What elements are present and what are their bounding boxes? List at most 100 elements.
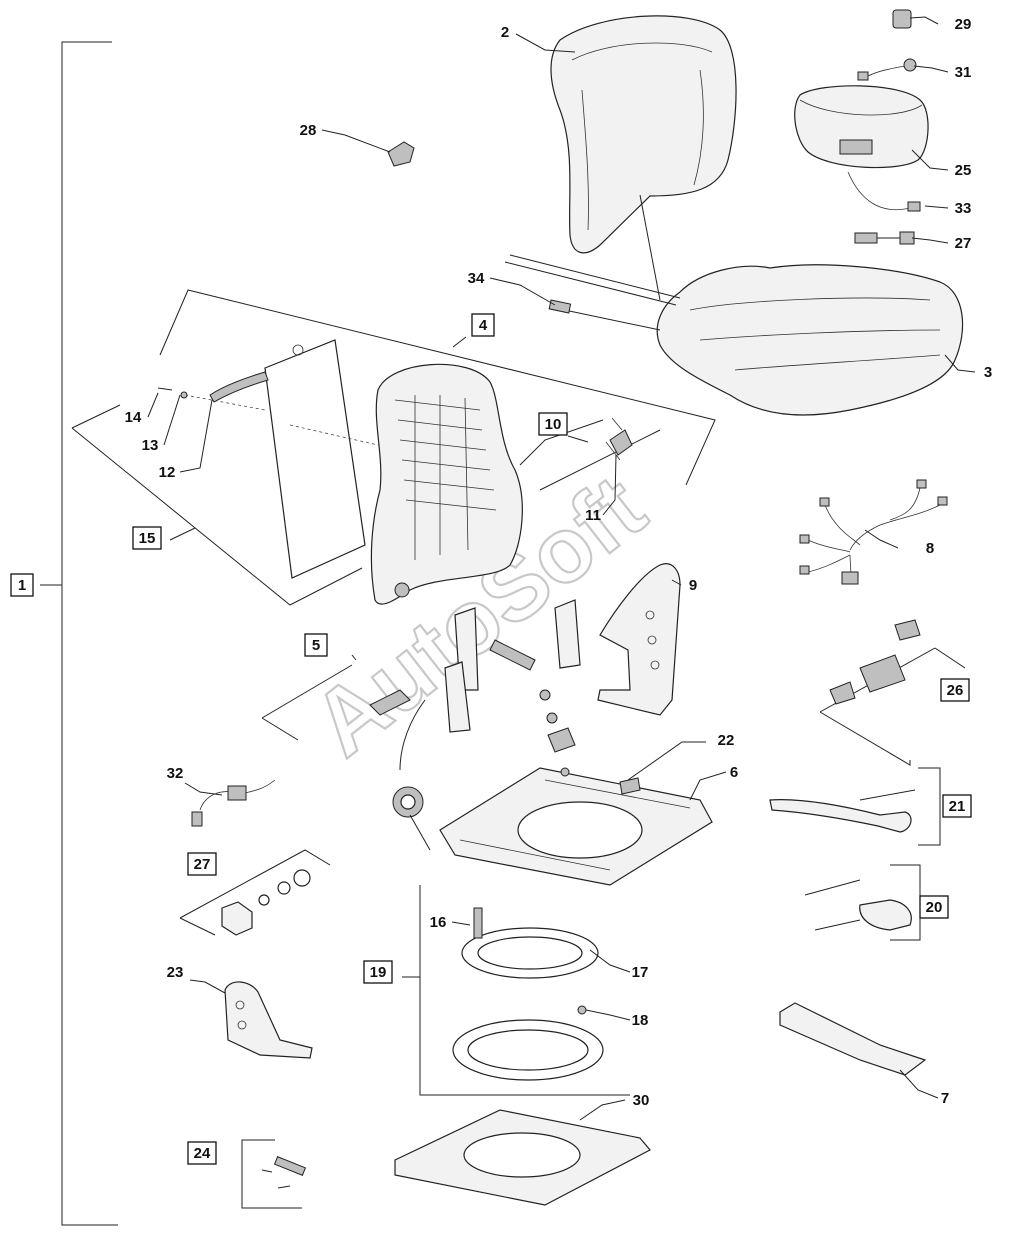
- part-base-plate-30: [394, 1109, 651, 1206]
- callout-number: 31: [955, 64, 972, 81]
- part-connector-27: [854, 231, 915, 245]
- callout-number: 21: [949, 798, 966, 815]
- callout-number: 24: [194, 1145, 211, 1162]
- part-switch-29: [892, 9, 912, 29]
- callout-box: [942, 794, 972, 818]
- part-spring-coil: [392, 786, 431, 851]
- callout-number: 3: [984, 364, 992, 381]
- group-27-outline: [179, 849, 331, 936]
- callout-number: 14: [125, 409, 142, 426]
- callout-c15: 15: [132, 526, 162, 550]
- callout-number: 2: [501, 24, 509, 41]
- callout-c10: 10: [538, 412, 568, 436]
- part-seat-cushion: [656, 264, 964, 416]
- part-backrest-cushion: [550, 15, 737, 301]
- callout-c20: 20: [919, 895, 949, 919]
- callout-c9: 9: [689, 577, 697, 594]
- part-rods: [504, 254, 681, 331]
- callout-number: 8: [926, 540, 934, 557]
- callout-number: 16: [430, 914, 447, 931]
- callout-number: 33: [955, 200, 972, 217]
- part-clip-28: [387, 141, 415, 167]
- group-5-outline: [261, 599, 581, 771]
- callout-c26: 26: [940, 678, 970, 702]
- callout-box: [363, 960, 393, 984]
- callout-number: 11: [585, 507, 601, 524]
- callout-c8: 8: [926, 540, 934, 557]
- callout-number: 12: [159, 464, 176, 481]
- callout-c34: 34: [468, 270, 485, 287]
- part-side-bracket: [597, 563, 681, 716]
- callout-number: 34: [468, 270, 485, 287]
- group-10-outline: [519, 417, 661, 491]
- group-20-outline: [804, 864, 921, 941]
- assembly-bracket-1: [40, 41, 118, 1226]
- callout-c17: 17: [632, 964, 649, 981]
- callout-c30: 30: [633, 1092, 650, 1109]
- callout-number: 23: [167, 964, 184, 981]
- callout-box: [132, 526, 162, 550]
- callout-number: 27: [194, 856, 211, 873]
- group-21-outline: [769, 767, 941, 846]
- callout-number: 15: [139, 530, 156, 547]
- callout-c7: 7: [941, 1090, 949, 1107]
- callout-box: [538, 412, 568, 436]
- callout-number: 9: [689, 577, 697, 594]
- callout-c2: 2: [501, 24, 509, 41]
- callout-c6: 6: [730, 764, 738, 781]
- callout-c14: 14: [125, 409, 142, 426]
- callout-number: 29: [955, 16, 972, 33]
- callout-c32: 32: [167, 765, 184, 782]
- callout-number: 25: [955, 162, 972, 179]
- callout-labels: 1234567891011121314151617181920212223242…: [10, 16, 992, 1165]
- part-base-frame: [439, 767, 713, 886]
- callout-c27b: 27: [187, 852, 217, 876]
- callout-box: [10, 573, 34, 597]
- callout-number: 10: [545, 416, 562, 433]
- callout-number: 26: [947, 682, 964, 699]
- callout-box: [471, 313, 495, 337]
- callout-c13: 13: [142, 437, 159, 454]
- callout-c29: 29: [955, 16, 972, 33]
- callout-c22: 22: [718, 732, 735, 749]
- callout-c31: 31: [955, 64, 972, 81]
- callout-number: 19: [370, 964, 387, 981]
- callout-c1: 1: [10, 573, 34, 597]
- callout-number: 1: [18, 577, 26, 594]
- part-backrest-frame: [370, 363, 523, 605]
- callout-c18: 18: [632, 1012, 649, 1029]
- group-24-outline: [241, 1139, 307, 1209]
- callout-box: [940, 678, 970, 702]
- callout-c21: 21: [942, 794, 972, 818]
- part-wiring-harness: [799, 479, 948, 585]
- callout-c5: 5: [304, 633, 328, 657]
- group-15-outline: [71, 404, 363, 606]
- part-bracket-7: [779, 1002, 927, 1076]
- callout-number: 30: [633, 1092, 650, 1109]
- callout-number: 4: [479, 317, 488, 334]
- callout-number: 27: [955, 235, 972, 252]
- callout-number: 22: [718, 732, 735, 749]
- leader-lines: [147, 16, 976, 1121]
- callout-number: 13: [142, 437, 159, 454]
- callout-number: 7: [941, 1090, 949, 1107]
- callout-box: [919, 895, 949, 919]
- callout-box: [304, 633, 328, 657]
- part-wire-33: [847, 171, 921, 212]
- callout-number: 6: [730, 764, 738, 781]
- callout-c11: 11: [585, 507, 601, 524]
- callout-c23: 23: [167, 964, 184, 981]
- callout-c16: 16: [430, 914, 447, 931]
- part-pin-13-14: [157, 387, 188, 399]
- part-armrest-pad: [794, 85, 929, 169]
- part-lever-12: [209, 371, 269, 403]
- group-26-outline: [819, 619, 966, 766]
- part-module-32: [191, 779, 276, 827]
- callout-c19: 19: [363, 960, 393, 984]
- callout-number: 20: [926, 899, 943, 916]
- callout-c27a: 27: [955, 235, 972, 252]
- callout-number: 32: [167, 765, 184, 782]
- callout-number: 28: [300, 122, 317, 139]
- part-back-plate: [184, 339, 401, 579]
